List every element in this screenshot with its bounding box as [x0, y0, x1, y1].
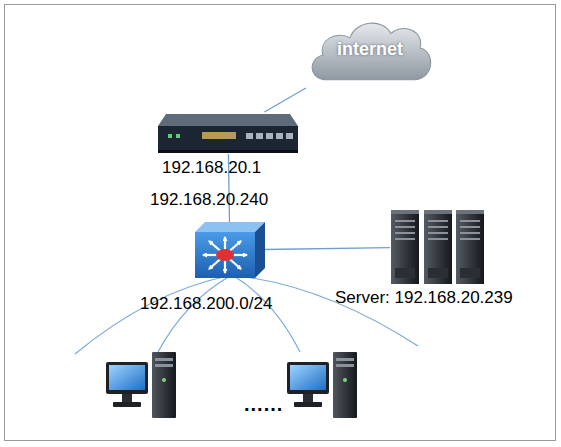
network-link: [265, 248, 390, 250]
ellipsis-label: ......: [244, 394, 283, 414]
switch-node: 192.168.20.240: [195, 222, 265, 278]
monitor-neck: [303, 394, 313, 402]
switch-device: [195, 222, 265, 278]
router-node: 192.168.20.1: [158, 112, 298, 154]
power-led: [162, 378, 166, 382]
drive-slot: [336, 358, 354, 361]
ip-label: 192.168.20.1: [162, 158, 261, 178]
monitor-base: [113, 402, 141, 407]
lan-fan-lines: [75, 276, 418, 354]
drive-slot: [155, 358, 173, 361]
monitor-screen: [290, 365, 326, 390]
monitor-screen: [109, 365, 145, 390]
ip-label: 192.168.20.240: [150, 190, 268, 210]
router-device: [158, 112, 298, 154]
pc-left: [106, 352, 176, 418]
drive-slot: [155, 364, 173, 367]
drive-slot: [336, 364, 354, 367]
cloud-label: internet: [305, 14, 435, 84]
pc-tower: [333, 352, 357, 418]
pc-right: [287, 352, 357, 418]
monitor-frame: [106, 362, 148, 394]
lan-line: [234, 276, 300, 352]
cloud-node: internet: [305, 14, 435, 88]
server-label: Server: 192.168.20.239: [335, 288, 513, 308]
picture-frame: [5, 5, 556, 441]
monitor-neck: [122, 394, 132, 402]
pc-tower: [152, 352, 176, 418]
lan-line: [75, 276, 228, 354]
lan-line: [158, 276, 230, 352]
power-led: [343, 378, 347, 382]
monitor-base: [294, 402, 322, 407]
subnet-label: 192.168.200.0/24: [140, 294, 272, 314]
monitor-frame: [287, 362, 329, 394]
network-link: [264, 88, 306, 112]
server-rack: [390, 208, 485, 286]
server-node: Server: 192.168.20.239: [390, 208, 485, 286]
